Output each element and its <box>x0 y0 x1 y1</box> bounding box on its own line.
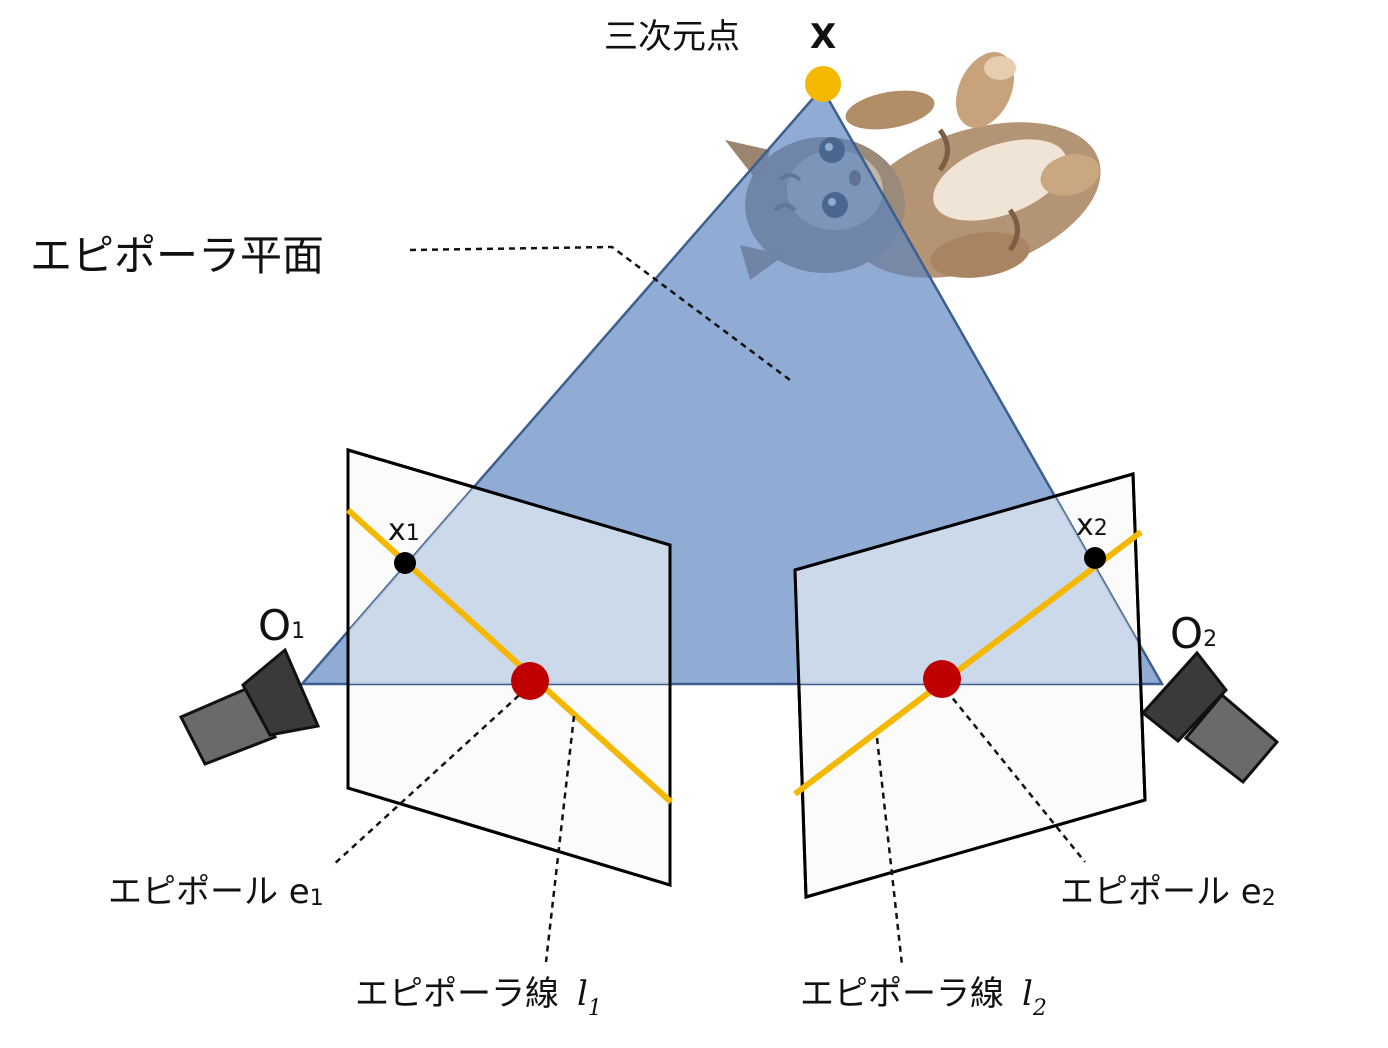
image-plane-2-overlay <box>795 474 1145 684</box>
epipole-1-label: エピポール e1 <box>108 872 324 912</box>
epipole-1 <box>511 662 549 700</box>
camera-2-label: O2 <box>1170 609 1217 658</box>
epipolar-plane-label: エピポーラ平面 <box>30 231 324 280</box>
camera-1-label: O1 <box>258 601 305 650</box>
point-3d <box>805 66 841 102</box>
image-point-2-label: x2 <box>1076 508 1108 543</box>
image-plane-1-frame <box>346 447 672 888</box>
leader-epiline-1 <box>544 715 576 963</box>
camera-icon <box>178 647 321 766</box>
image-point-1-label: x1 <box>388 513 420 548</box>
point-3d-label: 三次元点 <box>604 17 740 57</box>
epipolar-line-2 <box>793 529 1143 797</box>
image-point-2 <box>1084 547 1106 569</box>
epipole-2-label: エピポール e2 <box>1060 872 1276 912</box>
camera-icon <box>1140 650 1280 785</box>
image-plane-1-overlay <box>348 450 670 684</box>
epipole-2 <box>923 660 961 698</box>
image-point-1 <box>394 552 416 574</box>
point-3d-symbol: X <box>810 17 836 57</box>
leader-epipole-2 <box>945 689 1086 863</box>
leader-epipole-1 <box>331 687 528 867</box>
leader-epipolar-plane <box>409 245 791 382</box>
leader-epiline-2 <box>875 737 904 966</box>
